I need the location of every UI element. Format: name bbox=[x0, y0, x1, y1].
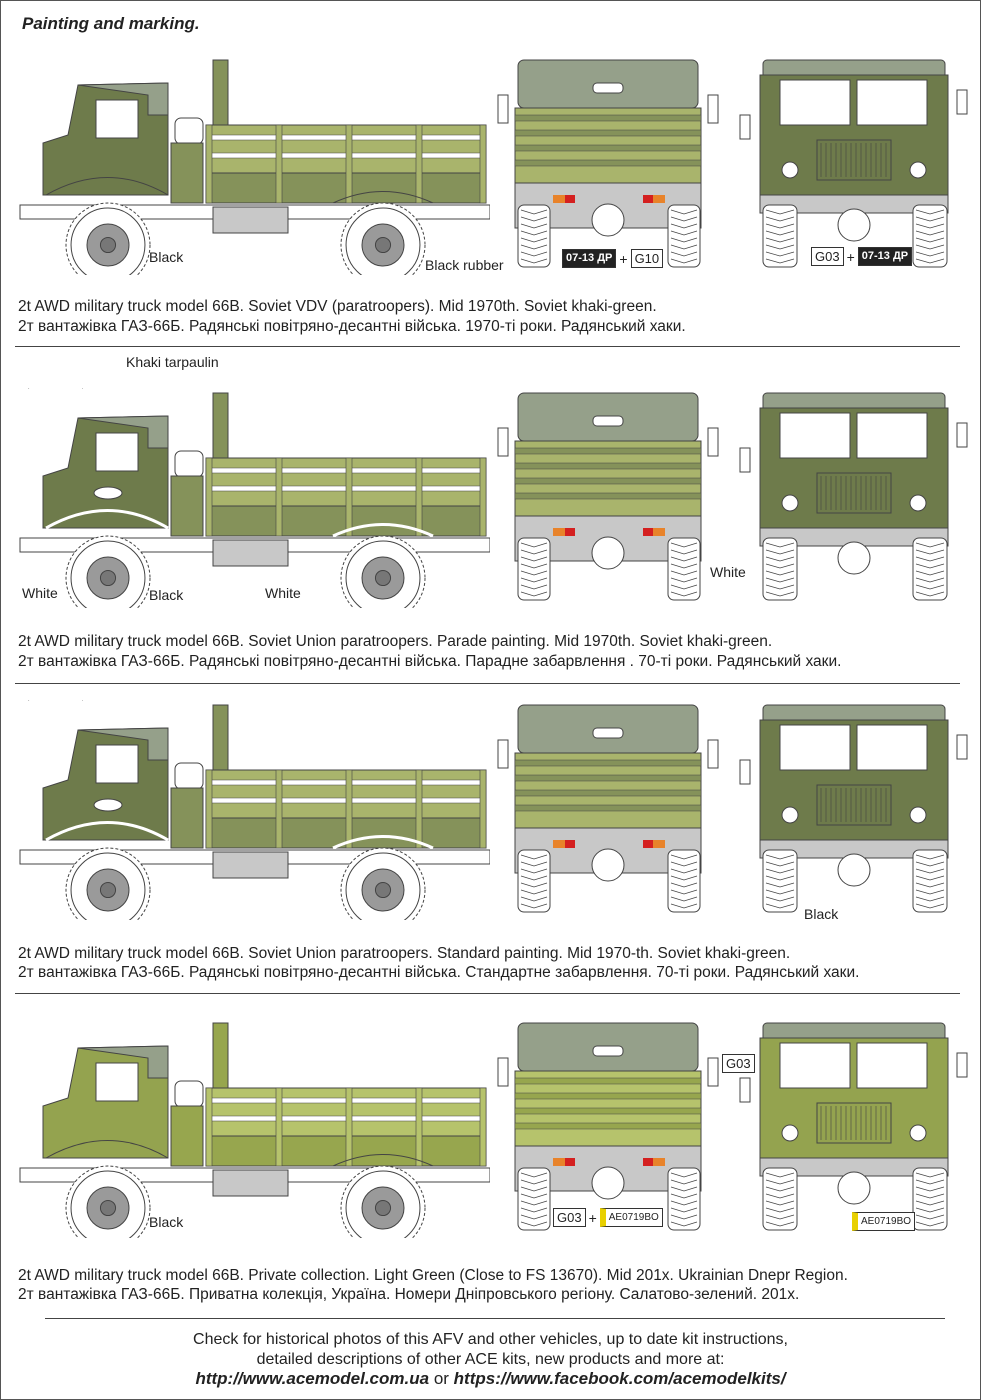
decal-code: G03 bbox=[722, 1054, 755, 1073]
label-black-rubber: Black rubber bbox=[425, 257, 504, 273]
scheme-3: Black 2t AWD military truck model 66B. S… bbox=[0, 700, 981, 1000]
caption-en: 2t AWD military truck model 66B. Private… bbox=[18, 1267, 848, 1284]
divider bbox=[15, 993, 960, 994]
wheel bbox=[65, 202, 151, 275]
rear-plate-markings: G03+AE0719BO bbox=[553, 1208, 663, 1227]
vdv-emblem bbox=[93, 798, 123, 812]
number-plate-decal: 07-13 ДР bbox=[562, 249, 617, 268]
rear-view-truck bbox=[497, 59, 719, 268]
number-plate-decal: AE0719BO bbox=[852, 1212, 916, 1231]
rear-plate-markings: 07-13 ДР+G10 bbox=[562, 249, 664, 268]
front-plate-markings: AE0719BO bbox=[852, 1212, 916, 1231]
tyre bbox=[667, 204, 701, 268]
number-plate-decal: 07-13 ДР bbox=[857, 247, 913, 266]
wheel bbox=[340, 202, 426, 275]
tyre bbox=[762, 849, 798, 913]
tyre bbox=[912, 1167, 948, 1231]
wheel bbox=[65, 847, 151, 920]
footer: Check for historical photos of this AFV … bbox=[0, 1330, 981, 1389]
divider bbox=[15, 346, 960, 347]
footer-links: http://www.acemodel.com.ua or https://ww… bbox=[0, 1369, 981, 1389]
wheel bbox=[65, 535, 151, 608]
number-plate-decal: AE0719BO bbox=[599, 1208, 663, 1227]
tyre bbox=[517, 1167, 551, 1231]
footer-line: Check for historical photos of this AFV … bbox=[193, 1331, 788, 1348]
side-view-truck bbox=[19, 59, 490, 275]
plus: + bbox=[846, 248, 855, 265]
tyre bbox=[517, 849, 551, 913]
caption-ua: 2т вантажівка ГАЗ-66Б. Радянські повітря… bbox=[18, 653, 842, 670]
tyre bbox=[762, 204, 798, 268]
tyre bbox=[667, 849, 701, 913]
label-white: White bbox=[710, 564, 746, 580]
front-view-truck bbox=[739, 392, 968, 601]
wheel bbox=[340, 847, 426, 920]
tyre bbox=[762, 537, 798, 601]
decal-code: G03 bbox=[811, 247, 844, 266]
front-view-truck bbox=[739, 704, 968, 913]
website-link[interactable]: http://www.acemodel.com.ua bbox=[195, 1369, 430, 1388]
tyre bbox=[762, 1167, 798, 1231]
front-view-truck bbox=[739, 59, 968, 268]
label-black: Black bbox=[149, 249, 184, 265]
tyre bbox=[667, 537, 701, 601]
vdv-emblem bbox=[93, 486, 123, 500]
rear-view-truck bbox=[497, 1022, 719, 1231]
plus: + bbox=[619, 250, 628, 267]
footer-line: detailed descriptions of other ACE kits,… bbox=[256, 1350, 725, 1368]
rear-view-truck bbox=[497, 704, 719, 913]
wheel bbox=[65, 1165, 151, 1238]
side-view-truck bbox=[19, 1022, 490, 1238]
page-title: Painting and marking. bbox=[22, 14, 200, 33]
label-black: Black bbox=[149, 587, 184, 603]
tyre bbox=[667, 1167, 701, 1231]
caption-ua: 2т вантажівка ГАЗ-66Б. Приватна колекція… bbox=[18, 1286, 800, 1303]
label-black: Black bbox=[149, 1214, 184, 1230]
tyre bbox=[517, 204, 551, 268]
scheme-1: Black Black rubber 07-13 ДР+G10 G03+07-1… bbox=[0, 55, 981, 355]
divider bbox=[15, 683, 960, 684]
label-g03: G03 bbox=[722, 1054, 755, 1073]
decal-code: G03 bbox=[553, 1208, 586, 1227]
scheme-2: Khaki tarpaulin White Black White White … bbox=[0, 354, 981, 684]
facebook-link[interactable]: https://www.facebook.com/acemodelkits/ bbox=[453, 1369, 786, 1388]
caption-ua: 2т вантажівка ГАЗ-66Б. Радянські повітря… bbox=[18, 318, 686, 335]
caption-en: 2t AWD military truck model 66B. Soviet … bbox=[18, 298, 657, 315]
caption-en: 2t AWD military truck model 66B. Soviet … bbox=[18, 945, 791, 962]
side-view-truck bbox=[19, 388, 490, 608]
wheel bbox=[340, 535, 426, 608]
scheme-4: Black G03 G03+AE0719BO AE0719BO 2t AWD m… bbox=[0, 1018, 981, 1319]
wheel bbox=[340, 1165, 426, 1238]
label-black: Black bbox=[804, 906, 839, 922]
tyre bbox=[912, 849, 948, 913]
label-white: White bbox=[265, 585, 301, 601]
front-view-truck bbox=[739, 1022, 968, 1231]
caption-ua: 2т вантажівка ГАЗ-66Б. Радянські повітря… bbox=[18, 964, 860, 981]
front-plate-markings: G03+07-13 ДР bbox=[811, 247, 913, 266]
or-text: or bbox=[433, 1369, 449, 1388]
side-view-truck bbox=[19, 700, 490, 920]
label-khaki-tarpaulin: Khaki tarpaulin bbox=[126, 354, 219, 370]
rear-view-truck bbox=[497, 392, 719, 601]
divider bbox=[45, 1318, 945, 1319]
tyre bbox=[912, 537, 948, 601]
label-white: White bbox=[22, 585, 58, 601]
plus: + bbox=[588, 1209, 597, 1226]
tyre bbox=[912, 204, 948, 268]
tyre bbox=[517, 537, 551, 601]
decal-code: G10 bbox=[630, 249, 664, 268]
caption-en: 2t AWD military truck model 66B. Soviet … bbox=[18, 633, 773, 650]
